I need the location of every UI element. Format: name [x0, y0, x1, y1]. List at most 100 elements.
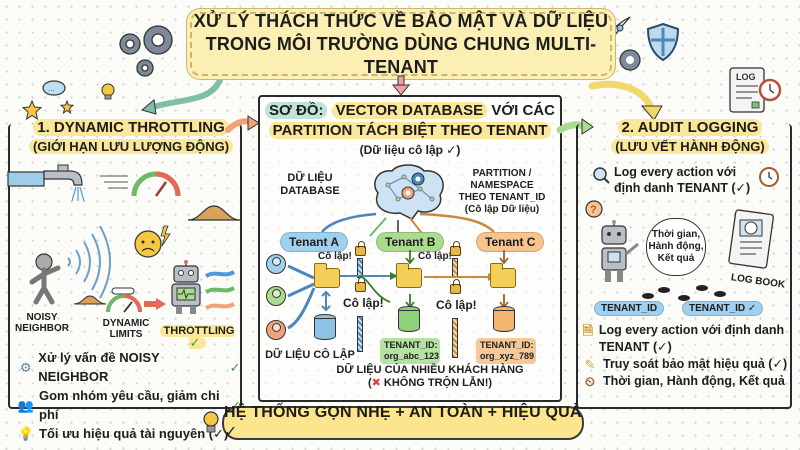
question-bubble-icon: ? — [585, 200, 603, 218]
right-arrow-icon — [225, 115, 260, 133]
document-icon: 🗎 — [582, 322, 594, 338]
chat-bubble-icon: ... — [42, 80, 66, 96]
output-arrows-icon — [204, 270, 236, 310]
flow-arrows-icon — [340, 272, 398, 303]
robot-icon — [171, 260, 201, 314]
title-line-1: XỬ LÝ THÁCH THỨC VỀ BẢO MẬT VÀ DỮ LIỆU — [193, 10, 609, 31]
bullet-item: 👥 Gom nhóm yêu cầu, giảm chi phí ✓ — [17, 388, 242, 422]
bullet-item: ⚙ Xử lý vấn đề NOISY NEIGHBOR ✓ — [19, 350, 241, 384]
checklist-icon: ✎ — [584, 357, 596, 372]
svg-text:...: ... — [48, 84, 55, 93]
lightbulb-icon — [203, 411, 219, 433]
isolation-label: Cô lập! — [318, 251, 352, 262]
bullet-item: ⏲ Thời gian, Hành động, Kết quả — [582, 373, 792, 390]
star-icon — [21, 99, 43, 121]
tenant-c-id-tag: TENANT_ID: org_xyz_789 — [476, 338, 536, 364]
bullet-item: 🗎 Log every action với định danh TENANT … — [582, 322, 785, 355]
clock-icon: ⏲ — [584, 374, 596, 389]
isolation-label: Cô lập! — [418, 251, 452, 262]
down-arrow-icon — [405, 250, 415, 265]
folder-icon — [395, 263, 422, 288]
audit-panel — [576, 124, 792, 409]
users-icon: 👥 — [17, 397, 35, 413]
audit-top-bullet: Log every action với định danh TENANT (✓… — [614, 165, 751, 195]
user-arrows-icon — [287, 264, 316, 330]
throttling-title: 1. DYNAMIC THROTTLING — [33, 119, 229, 136]
gears-icon — [119, 25, 173, 77]
lock-icon — [355, 241, 366, 256]
user-icon — [266, 286, 286, 306]
isolation-barrier — [357, 316, 363, 352]
diagram-subheading: (Dữ liệu cô lập ✓) — [359, 143, 461, 157]
logbook-icon: LOG — [729, 67, 782, 113]
red-arrow-icon — [144, 298, 166, 310]
database-icon-a — [314, 314, 336, 342]
limits-gauge-icon — [106, 287, 142, 313]
gear-icon: ⚙ — [19, 359, 32, 375]
throttling-label: THROTTLING ✓ — [154, 325, 240, 350]
audit-title: 2. AUDIT LOGGING — [617, 119, 763, 136]
isolation-barrier — [452, 318, 458, 358]
tenant-id-tag-verified: TENANT_ID ✓ — [682, 301, 764, 316]
alarm-clock-icon — [759, 167, 779, 187]
gear-icon — [619, 49, 641, 71]
audit-heading: 2. AUDIT LOGGING (LƯU VẾT HÀNH ĐỘNG) — [590, 118, 790, 156]
dynamic-limits-label: DYNAMIC LIMITS — [102, 318, 150, 340]
throttling-panel — [8, 124, 242, 409]
diagram-heading: SƠ ĐỒ: VECTOR DATABASE VỚI CÁC PARTITION… — [262, 101, 558, 141]
throttling-heading: 1. DYNAMIC THROTTLING (GIỚI HẠN LƯU LƯỢN… — [26, 118, 236, 156]
angry-person-icon — [29, 253, 61, 305]
partition-label: PARTITION / NAMESPACE THEO TENANT_ID (Cô… — [458, 168, 546, 215]
bullet-item: 💡 Tối ưu hiệu quả tài nguyên (✓) — [17, 426, 229, 441]
logbook-icon — [728, 209, 774, 269]
check-icon: ✓ — [230, 397, 242, 413]
curved-arrow-icon — [140, 77, 223, 115]
noise-waves-icon — [67, 225, 111, 299]
right-arrow-icon — [556, 118, 594, 135]
speed-gauge-icon — [100, 171, 181, 197]
check-icon: ✓ — [189, 335, 201, 350]
summary-banner: HỆ THỐNG GỌN NHẸ + AN TOÀN + HIỆU QUẢ ✓ — [222, 404, 584, 441]
lock-icon — [450, 279, 461, 294]
throttling-bullets: ⚙ Xử lý vấn đề NOISY NEIGHBOR ✓ 👥 Gom nh… — [18, 348, 242, 443]
lightbulb-icon — [101, 83, 115, 100]
isolation-label: Cô lập! — [343, 296, 384, 310]
tenant-c-pill: Tenant C — [476, 232, 545, 252]
database-label: DỮ LIỆU DATABASE — [280, 172, 340, 197]
folder-icon — [489, 263, 516, 288]
sad-face-icon — [134, 225, 171, 258]
isolated-data-label: DỮ LIỆU CÔ LẬP — [265, 349, 355, 361]
check-icon: ✓ — [229, 359, 241, 375]
down-arrow-icon — [499, 250, 509, 265]
noisy-neighbor-label: NOISY NEIGHBOR — [15, 312, 69, 334]
audit-bullets: 🗎 Log every action với định danh TENANT … — [582, 322, 792, 390]
footprints-icon — [642, 285, 726, 301]
shield-icon — [646, 22, 680, 62]
brain-network-icon — [374, 164, 444, 220]
audit-subtitle: (LƯU VẾT HÀNH ĐỘNG) — [611, 139, 769, 154]
robot-icon — [601, 220, 639, 282]
faucet-icon — [7, 164, 85, 202]
tenant-b-pill: Tenant B — [376, 232, 445, 252]
title-line-2: TRONG MÔI TRƯỜNG DÙNG CHUNG MULTI-TENANT — [205, 33, 597, 77]
database-icon-b — [398, 306, 420, 334]
lightbulb-icon: 💡 — [17, 426, 35, 441]
branch-arrows-icon — [321, 212, 495, 237]
down-arrow-icon — [391, 75, 411, 96]
bullet-item: ✎ Truy soát bảo mật hiệu quả (✓) — [582, 356, 792, 373]
user-icon — [266, 254, 286, 274]
log-text: LOG — [736, 72, 756, 82]
tenant-a-pill: Tenant A — [280, 232, 348, 252]
magnifier-icon — [593, 167, 610, 184]
throttling-subtitle: (GIỚI HẠN LƯU LƯỢNG ĐỘNG) — [28, 139, 234, 154]
user-icon — [266, 320, 286, 340]
folder-icon — [313, 263, 340, 288]
thought-bubble: Thời gian, Hành động, Kết quả — [646, 218, 706, 276]
diagram-footer: DỮ LIỆU CỦA NHIỀU KHÁCH HÀNG (✖ KHÔNG TR… — [336, 364, 524, 389]
bidirectional-arrow-icon — [321, 290, 331, 312]
curved-arrow-icon — [588, 80, 663, 121]
tenant-id-tag: TENANT_ID — [594, 301, 665, 316]
isolation-label: Cô lập! — [436, 298, 477, 312]
flow-arrow-icon — [424, 273, 496, 281]
lock-icon — [450, 241, 461, 256]
